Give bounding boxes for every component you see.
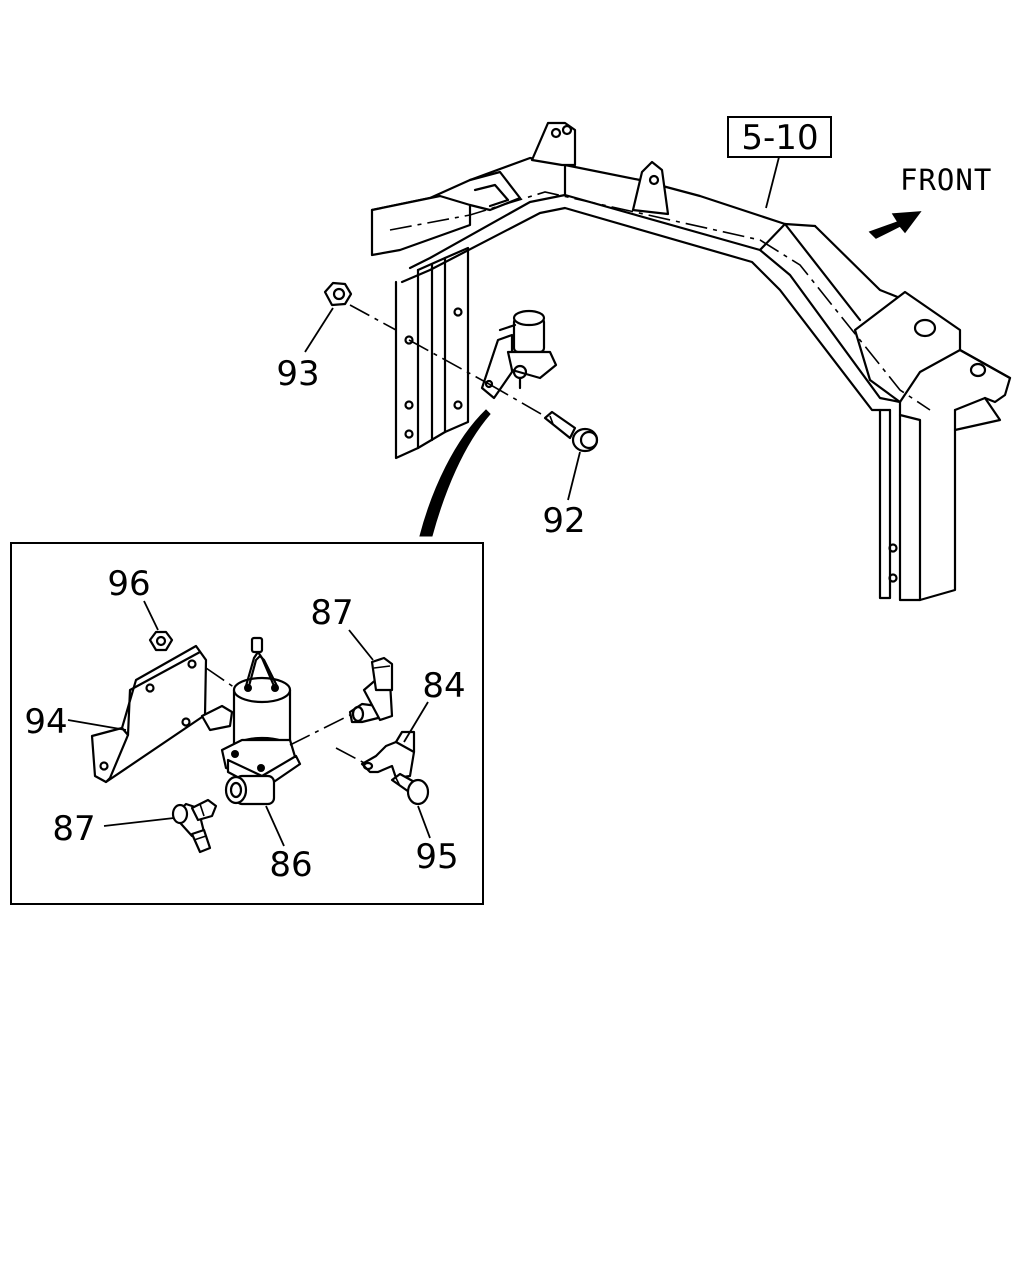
- callout-87-lower: 87: [52, 809, 95, 849]
- bracket-94: [90, 644, 208, 784]
- fitting-87-lower: [171, 798, 218, 854]
- callout-94: 94: [24, 702, 67, 742]
- solenoid-valve-86: [200, 636, 357, 806]
- valve-assembly-mounted: [480, 309, 558, 400]
- front-arrow-icon: [868, 211, 922, 239]
- callout-84: 84: [422, 666, 465, 706]
- bolt-95: [390, 772, 430, 806]
- detail-inset: 96 87 84 94 87 86 95: [10, 542, 484, 905]
- front-label: FRONT: [900, 163, 992, 197]
- inset-pointer-arrow: [419, 409, 491, 537]
- nut-96: [148, 630, 174, 652]
- fitting-87-upper: [348, 656, 394, 724]
- reference-box: 5-10: [727, 116, 832, 209]
- frame-crossmember: [370, 121, 1012, 602]
- bolt-92: [488, 383, 599, 453]
- clip-84: [335, 730, 416, 780]
- callout-93: 93: [276, 354, 319, 394]
- callout-87-upper: 87: [310, 593, 353, 633]
- callout-96: 96: [107, 564, 150, 604]
- front-direction: FRONT: [868, 163, 992, 239]
- callout-86: 86: [269, 845, 312, 885]
- reference-label: 5-10: [741, 118, 818, 158]
- callout-92: 92: [542, 501, 585, 541]
- nut-93: [323, 281, 397, 331]
- callout-95: 95: [415, 837, 458, 877]
